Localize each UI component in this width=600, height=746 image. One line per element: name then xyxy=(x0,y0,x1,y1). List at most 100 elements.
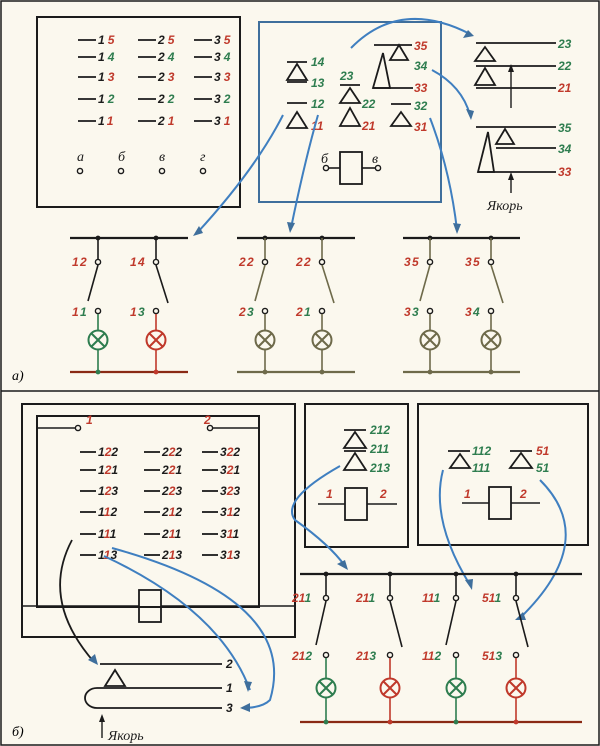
part-a-label: a) xyxy=(12,369,24,384)
terminal-label: 311 xyxy=(220,527,239,541)
terminal-label: 312 xyxy=(220,505,240,519)
contact-label: 13 xyxy=(311,76,325,90)
relay-contacts-b2: 212 211 213 1 2 xyxy=(318,423,397,521)
contact-label-bottom-digit: 3 xyxy=(247,305,254,319)
contact-label: 33 xyxy=(558,165,572,179)
contact-detail-a: 23 22 21 35 34 33 Якорь xyxy=(473,37,572,214)
circuit-branch xyxy=(505,571,529,725)
coil-letter: а xyxy=(77,150,84,165)
contact-label: 22 xyxy=(361,97,376,111)
board-to-detail-wires xyxy=(59,539,276,709)
contact-label: 34 xyxy=(558,142,572,156)
contact-label-top: 211 xyxy=(291,591,311,605)
contact-label-bottom-digit: 3 xyxy=(138,305,145,319)
contact-label-bottom: 1 xyxy=(130,305,137,319)
arrow-heads-b xyxy=(337,560,526,620)
terminal-label: 223 xyxy=(161,484,182,498)
contact-label-bottom: 3 xyxy=(404,305,411,319)
relay-contacts-b3: 112 111 51 51 1 2 xyxy=(448,444,550,520)
contact-label: 51 xyxy=(536,461,550,475)
contact-label-top: 2 xyxy=(238,255,246,269)
coil-letter: г xyxy=(200,150,206,165)
circuit-branch xyxy=(145,235,169,375)
arrow-heads-a xyxy=(193,30,474,236)
contact-label-top: 211 xyxy=(355,591,375,605)
contact-label-top: 1 xyxy=(72,255,79,269)
contact-label-bottom: 213 xyxy=(355,649,376,663)
contact-label: 12 xyxy=(311,97,325,111)
contact-label-bottom: 3 xyxy=(465,305,472,319)
contact-label-top: 3 xyxy=(465,255,472,269)
circuit-branch xyxy=(419,235,441,375)
contact-label: 112 xyxy=(472,444,491,458)
contact-label: 33 xyxy=(414,81,428,95)
connection-arrows-a xyxy=(196,17,471,234)
lamp-icon xyxy=(419,329,441,351)
circuit-branch xyxy=(87,235,109,375)
lamp-icon xyxy=(505,677,527,699)
contact-label-top-digit: 2 xyxy=(303,255,311,269)
coil-label: 2 xyxy=(519,487,527,501)
contact-label-bottom: 2 xyxy=(238,305,246,319)
terminal-label: 122 xyxy=(98,445,118,459)
board-frame-b xyxy=(21,403,296,638)
detail-label: 3 xyxy=(226,701,233,715)
contact-label: 35 xyxy=(414,39,428,53)
contact-label-top-digit: 2 xyxy=(79,255,87,269)
detail-label: 1 xyxy=(226,681,233,695)
terminal-label: 322 xyxy=(220,445,240,459)
contact-label-top: 111 xyxy=(422,591,441,605)
circuit-branch xyxy=(311,235,335,375)
contact-label: 23 xyxy=(339,69,354,83)
contact-label-bottom-digit: 3 xyxy=(412,305,419,319)
coil-label: 1 xyxy=(464,487,471,501)
contact-label-bottom: 212 xyxy=(291,649,312,663)
relay-box-a xyxy=(258,21,442,203)
contact-label-top: 3 xyxy=(404,255,411,269)
part-b-label: б) xyxy=(12,725,24,740)
contact-label: 21 xyxy=(557,81,572,95)
contact-label-top-digit: 5 xyxy=(473,255,480,269)
contact-label-bottom: 112 xyxy=(422,649,441,663)
contact-label: 23 xyxy=(557,37,572,51)
terminal-label: 123 xyxy=(98,484,118,498)
lamp-icon xyxy=(315,677,337,699)
coil-letter: б xyxy=(118,150,126,165)
terminal-label: 113 xyxy=(98,548,117,562)
lamp-icon xyxy=(311,329,333,351)
contact-label: 211 xyxy=(369,442,389,456)
contact-label-top: 1 xyxy=(130,255,137,269)
contact-label-bottom: 2 xyxy=(295,305,303,319)
contact-label-bottom-digit: 1 xyxy=(80,305,87,319)
lamp-icon xyxy=(379,677,401,699)
lamp-icon xyxy=(145,329,167,351)
coil-label: в xyxy=(372,152,378,167)
terminal-label: 111 xyxy=(98,527,117,541)
lamp-icon xyxy=(254,329,276,351)
relay-box-b3 xyxy=(417,403,589,546)
contact-label: 32 xyxy=(414,99,428,113)
terminal-label: 222 xyxy=(161,445,182,459)
contact-label-top-digit: 2 xyxy=(246,255,254,269)
contact-label: 111 xyxy=(472,461,491,475)
